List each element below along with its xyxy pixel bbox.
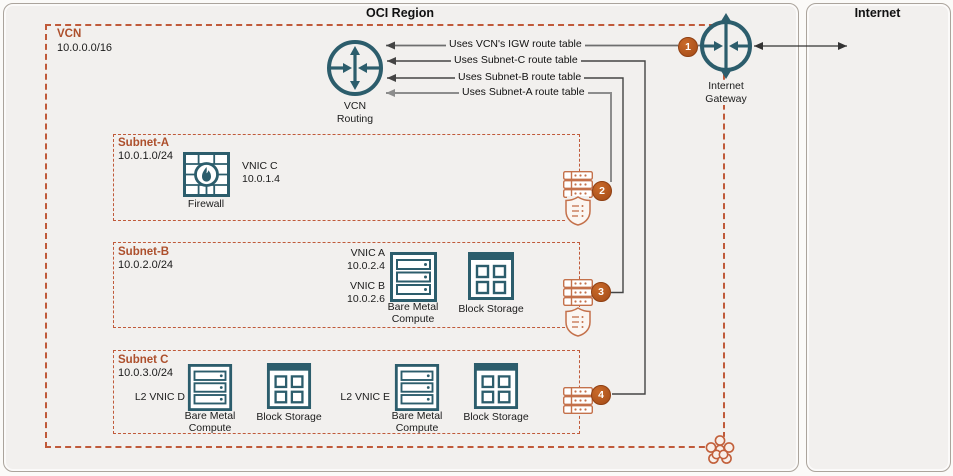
vnic-b-ip: 10.0.2.6 xyxy=(347,293,385,305)
l2-vnic-d-label: L2 VNIC D xyxy=(134,391,185,403)
vcn-cluster-icon xyxy=(705,435,735,464)
security-list-icon-subnet-a xyxy=(565,196,591,226)
bare-metal-caption-c2-2: Compute xyxy=(395,422,439,434)
internet-gateway-label-1: Internet xyxy=(691,80,761,92)
badge-1: 1 xyxy=(678,37,698,57)
vcn-routing-label-1: VCN xyxy=(343,100,367,112)
internet-gateway-label-2: Gateway xyxy=(691,93,761,105)
block-storage-icon-c2 xyxy=(473,363,519,409)
internet-panel xyxy=(806,3,951,472)
bare-metal-compute-icon xyxy=(390,252,437,302)
block-storage-icon-c1 xyxy=(266,363,312,409)
subnet-b-cidr: 10.0.2.0/24 xyxy=(118,259,174,271)
vcn-routing-label-2: Routing xyxy=(336,113,374,125)
vnic-c-label: VNIC C xyxy=(242,160,278,172)
security-list-icon-subnet-b xyxy=(565,307,591,337)
bare-metal-caption-c2-1: Bare Metal xyxy=(391,410,443,422)
firewall-icon xyxy=(183,152,230,197)
vcn-boundary xyxy=(45,24,725,448)
route-label-subnet-a: Uses Subnet-A route table xyxy=(459,86,588,99)
bare-metal-caption-b-1: Bare Metal xyxy=(387,301,439,313)
badge-4: 4 xyxy=(591,385,611,405)
subnet-a-cidr: 10.0.1.0/24 xyxy=(118,150,174,162)
internet-gateway-icon xyxy=(700,13,752,79)
bare-metal-caption-b-2: Compute xyxy=(391,313,435,325)
subnet-a-label: Subnet-A xyxy=(118,137,170,149)
block-storage-caption-c2: Block Storage xyxy=(463,411,529,423)
block-storage-icon-b xyxy=(468,252,514,300)
route-table-icon-subnet-a xyxy=(563,171,593,198)
bare-metal-compute-icon-c2 xyxy=(394,364,440,411)
route-table-icon-subnet-b xyxy=(563,279,593,306)
vcn-label: VCN xyxy=(57,28,82,40)
badge-3: 3 xyxy=(591,282,611,302)
subnet-c-label: Subnet C xyxy=(118,354,169,366)
l2-vnic-e-label: L2 VNIC E xyxy=(340,391,390,403)
bare-metal-caption-c1-1: Bare Metal xyxy=(184,410,236,422)
vnic-b-label: VNIC B xyxy=(349,280,385,292)
vcn-cidr: 10.0.0.0/16 xyxy=(57,42,113,54)
oci-region-title: OCI Region xyxy=(365,6,435,20)
route-label-igw: Uses VCN's IGW route table xyxy=(446,38,585,51)
block-storage-caption-b: Block Storage xyxy=(458,303,524,315)
route-label-subnet-b: Uses Subnet-B route table xyxy=(455,71,585,84)
firewall-caption: Firewall xyxy=(187,198,225,210)
vnic-a-ip: 10.0.2.4 xyxy=(347,260,385,272)
badge-2: 2 xyxy=(592,181,612,201)
vcn-routing-icon xyxy=(327,40,383,96)
bare-metal-caption-c1-2: Compute xyxy=(188,422,232,434)
subnet-b-label: Subnet-B xyxy=(118,246,170,258)
bare-metal-compute-icon-c1 xyxy=(187,364,233,411)
route-label-subnet-c: Uses Subnet-C route table xyxy=(451,54,581,67)
subnet-c-cidr: 10.0.3.0/24 xyxy=(118,367,174,379)
route-table-icon-subnet-c xyxy=(563,387,593,414)
block-storage-caption-c1: Block Storage xyxy=(256,411,322,423)
internet-title: Internet xyxy=(854,6,901,20)
vnic-a-label: VNIC A xyxy=(350,247,385,259)
vnic-c-ip: 10.0.1.4 xyxy=(242,173,280,185)
